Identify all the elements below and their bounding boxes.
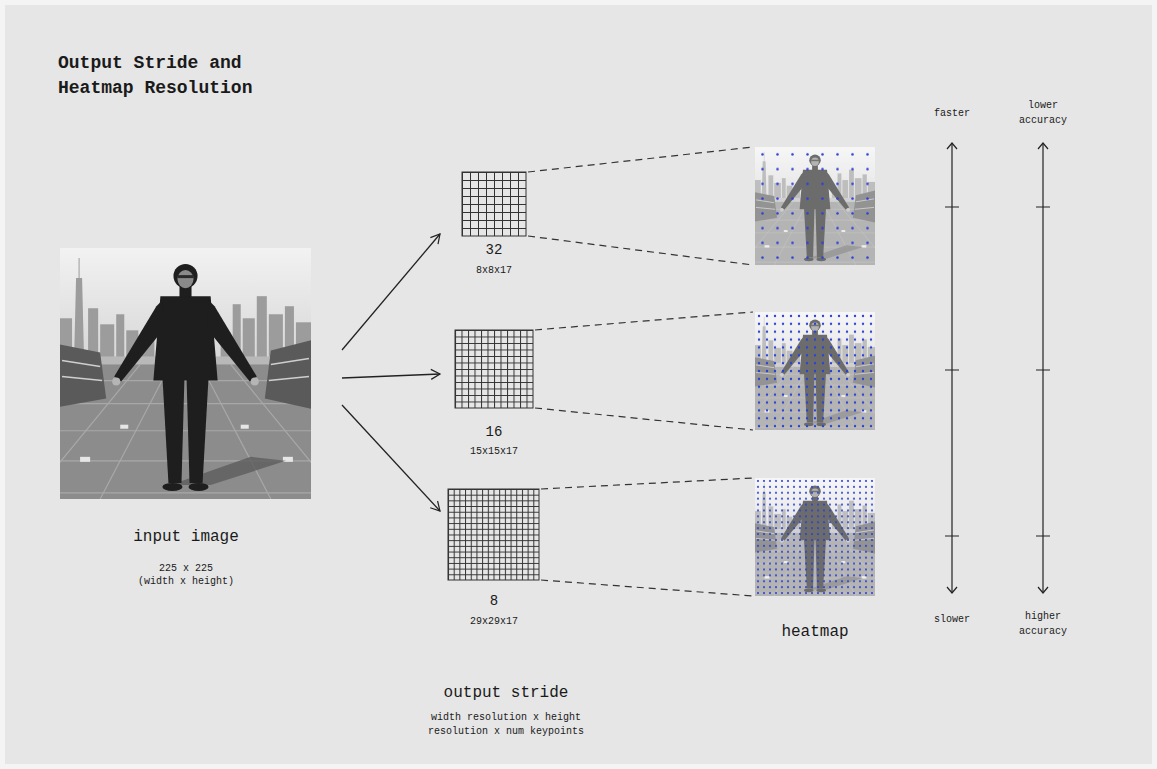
heatmap-dots [755, 478, 875, 596]
heatmap-wash [755, 312, 875, 430]
grid-16x16 [448, 489, 539, 580]
trade-off-axes [945, 143, 1050, 593]
stride-value: 16 [440, 424, 548, 440]
diagram-title: Output Stride and Heatmap Resolution [58, 51, 270, 101]
grid-12x12 [455, 330, 533, 408]
axis-arrowheads [1038, 143, 1048, 593]
axis-arrowheads [947, 143, 957, 593]
accuracy-axis [1042, 143, 1043, 593]
stride-grid-node: 32 8x8x17 [440, 172, 548, 277]
grid-8x8 [462, 172, 526, 236]
dimension-note: width resolution x height resolution x n… [416, 711, 596, 739]
background-panel [5, 5, 1152, 764]
dashed-line [535, 408, 753, 430]
axis-label: higher accuracy [1012, 609, 1074, 639]
projection-lines [528, 147, 753, 596]
stride-grid-node: 16 15x15x17 [440, 330, 548, 458]
axis-label: slower [917, 613, 987, 626]
size-unit-note: (width x height) [60, 575, 312, 588]
stride-grid-node: 8 29x29x17 [440, 489, 548, 628]
heatmap-dimensions: 8x8x17 [440, 264, 548, 277]
section-label: heatmap [735, 622, 895, 642]
heatmap-photo [741, 312, 890, 430]
stride-value: 32 [440, 242, 548, 258]
axis-label: lower accuracy [1012, 98, 1074, 128]
heatmap-dimensions: 15x15x17 [440, 445, 548, 458]
stride-grids [448, 172, 539, 580]
input-image-node: input image 225 x 225(width x height) [60, 248, 312, 588]
dashed-line [528, 236, 753, 265]
image-size: 225 x 225 [60, 562, 312, 575]
axis-label: faster [917, 107, 987, 120]
heatmaps [741, 147, 890, 596]
heatmap-photo [741, 147, 890, 265]
dashed-line [528, 147, 753, 172]
axis-ticks [945, 207, 959, 536]
flow-arrow [342, 234, 440, 350]
dashed-line [535, 312, 753, 330]
speed-axis [951, 143, 952, 593]
image-caption: input image [60, 528, 312, 546]
stride-value: 8 [440, 593, 548, 609]
dashed-line [541, 580, 753, 596]
section-label: output stride [396, 683, 616, 703]
heatmap-photo [741, 478, 890, 596]
heatmap-dots [755, 312, 875, 430]
input-photo [30, 248, 341, 499]
flow-arrow [342, 374, 440, 378]
dashed-line [541, 478, 753, 489]
heatmap-wash [755, 478, 875, 596]
heatmap-dimensions: 29x29x17 [440, 615, 548, 628]
heatmap-dots [755, 147, 875, 265]
heatmap-wash [755, 147, 875, 265]
axis-ticks [1036, 207, 1050, 536]
flow-arrow [342, 405, 440, 511]
